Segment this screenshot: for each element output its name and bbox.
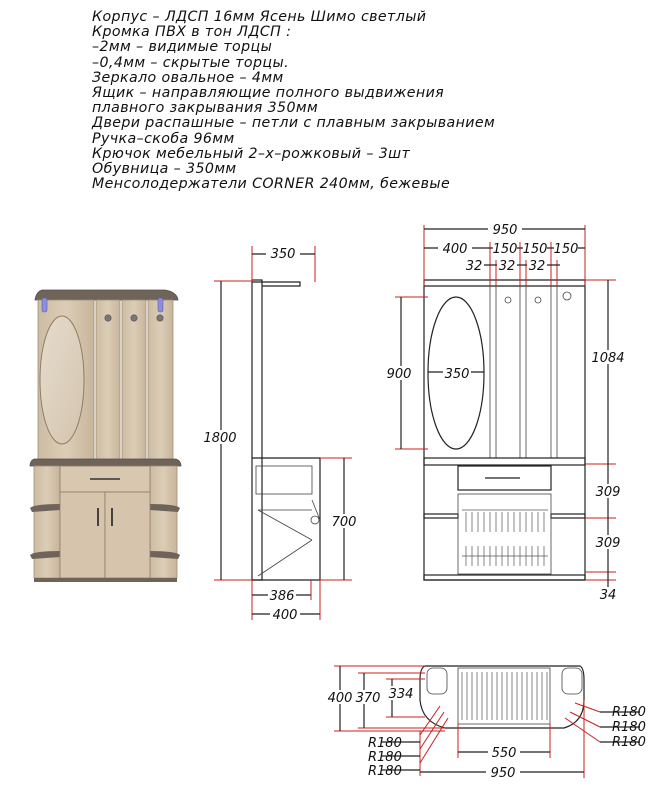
side-depth-top-label: 350 bbox=[271, 247, 296, 262]
front-view: 950 400 150 150 150 32 32 32 900 350 108… bbox=[384, 222, 625, 603]
product-illustration bbox=[29, 289, 182, 582]
top-radius-left-1: R180 bbox=[368, 736, 402, 751]
side-lower-height-label: 700 bbox=[332, 515, 357, 530]
spec-line-handle: Ручка–скоба 96мм bbox=[92, 130, 235, 147]
spec-line-mirror: Зеркало овальное – 4мм bbox=[92, 69, 284, 86]
top-depth-total-label: 400 bbox=[328, 691, 353, 706]
spec-line-housing: Корпус – ЛДСП 16мм Ясень Шимо светлый bbox=[92, 9, 427, 25]
front-mirror-width-label: 350 bbox=[445, 367, 470, 382]
front-gap-3-label: 32 bbox=[529, 259, 546, 274]
side-view: 350 1800 700 386 400 bbox=[203, 246, 360, 623]
top-width-total-label: 950 bbox=[491, 766, 516, 781]
spec-line-doors: Двери распашные – петли с плавным закрыв… bbox=[92, 115, 496, 132]
side-depth-bottom-label: 400 bbox=[273, 608, 298, 623]
illustration-hooks bbox=[104, 314, 164, 322]
front-mirror-section-label: 400 bbox=[443, 242, 468, 257]
spec-line-hooks: Крючок мебельный 2–х–рожковый – 3шт bbox=[92, 145, 411, 162]
spec-line-drawer-closing: плавного закрывания 350мм bbox=[92, 100, 319, 117]
front-plinth-label: 34 bbox=[600, 588, 617, 603]
top-radius-right-3: R180 bbox=[612, 735, 646, 750]
front-panel-1-label: 150 bbox=[493, 242, 518, 257]
spec-line-drawer: Ящик – направляющие полного выдвижения bbox=[92, 85, 445, 102]
top-radius-right-2: R180 bbox=[612, 720, 646, 735]
front-width-total-label: 950 bbox=[493, 223, 518, 238]
top-shoe-rack bbox=[461, 672, 548, 720]
front-upper-height-label: 1084 bbox=[591, 351, 624, 366]
top-depth-inner-label: 334 bbox=[389, 687, 414, 702]
front-panel-3-label: 150 bbox=[554, 242, 579, 257]
side-depth-inner-label: 386 bbox=[270, 589, 295, 604]
front-hooks bbox=[504, 291, 572, 304]
front-shoe-rack bbox=[462, 509, 548, 566]
side-height-total-label: 1800 bbox=[203, 431, 236, 446]
front-gap-2-label: 32 bbox=[499, 259, 516, 274]
top-depth-mid-label: 370 bbox=[356, 691, 381, 706]
spec-line-shelf-holders: Менсолодержатели CORNER 240мм, бежевые bbox=[92, 176, 451, 193]
front-panel-2-label: 150 bbox=[523, 242, 548, 257]
top-radius-left-2: R180 bbox=[368, 750, 402, 765]
spec-line-shoe-rack: Обувница – 350мм bbox=[92, 161, 237, 178]
spec-line-edge-visible: –2мм – видимые торцы bbox=[92, 39, 273, 56]
spec-line-edge: Кромка ПВХ в тон ЛДСП : bbox=[92, 24, 292, 41]
front-mirror bbox=[427, 296, 485, 450]
front-mirror-height-label: 900 bbox=[387, 367, 412, 382]
top-inner-width-label: 550 bbox=[492, 746, 517, 761]
top-radius-right-1: R180 bbox=[612, 705, 646, 720]
front-gap-1-label: 32 bbox=[466, 259, 483, 274]
specification-list: Корпус – ЛДСП 16мм Ясень Шимо светлый Кр… bbox=[92, 9, 496, 193]
front-shelf-2-label: 309 bbox=[596, 536, 621, 551]
illustration-mirror bbox=[39, 315, 85, 445]
top-radius-left-3: R180 bbox=[368, 764, 402, 779]
top-view: 400 370 334 R180 R180 R180 R180 R180 R18… bbox=[324, 665, 646, 781]
front-shelf-1-label: 309 bbox=[596, 485, 621, 500]
spec-line-edge-hidden: –0,4мм – скрытые торцы. bbox=[92, 54, 289, 71]
